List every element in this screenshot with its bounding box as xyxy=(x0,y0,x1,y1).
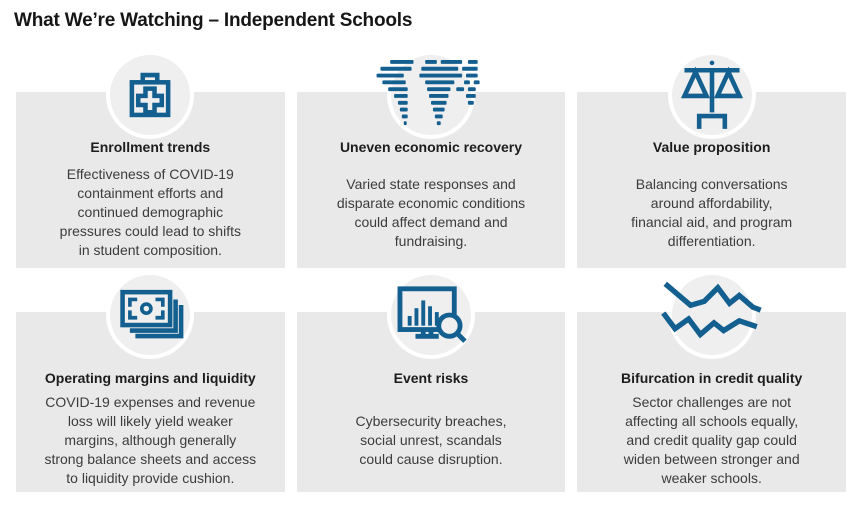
icon-circle xyxy=(106,51,195,139)
card-value-proposition: Value proposition Balancing conversation… xyxy=(577,51,846,268)
card-body: Sector challenges are not affecting all … xyxy=(623,393,800,486)
card-heading: Enrollment trends xyxy=(90,139,211,155)
card-heading: Value proposition xyxy=(652,139,771,155)
card-heading: Bifurcation in credit quality xyxy=(621,370,803,386)
card-enrollment-trends: Enrollment trends Effectiveness of COVID… xyxy=(16,51,285,268)
card-body: COVID-19 expenses and revenue loss will … xyxy=(44,393,257,486)
card-bifurcation-credit-quality: Bifurcation in credit quality Sector cha… xyxy=(577,271,846,492)
card-heading: Operating margins and liquidity xyxy=(44,370,256,386)
card-body: Varied state responses and disparate eco… xyxy=(336,175,526,249)
page-title: What We’re Watching – Independent School… xyxy=(14,10,413,31)
card-body: Effectiveness of COVID-19 containment ef… xyxy=(59,166,241,258)
card-heading: Uneven economic recovery xyxy=(339,139,523,155)
card-operating-margins: Operating margins and liquidity COVID-19… xyxy=(16,271,285,492)
card-event-risks: Event risks Cybersecurity breaches, soci… xyxy=(296,271,566,492)
card-heading: Event risks xyxy=(393,370,469,386)
card-uneven-economic-recovery: Uneven economic recovery Varied state re… xyxy=(296,51,566,268)
cards-grid: Enrollment trends Effectiveness of COVID… xyxy=(16,51,846,492)
card-body: Cybersecurity breaches, social unrest, s… xyxy=(355,412,507,467)
card-body: Balancing conversations around affordabi… xyxy=(631,175,793,249)
